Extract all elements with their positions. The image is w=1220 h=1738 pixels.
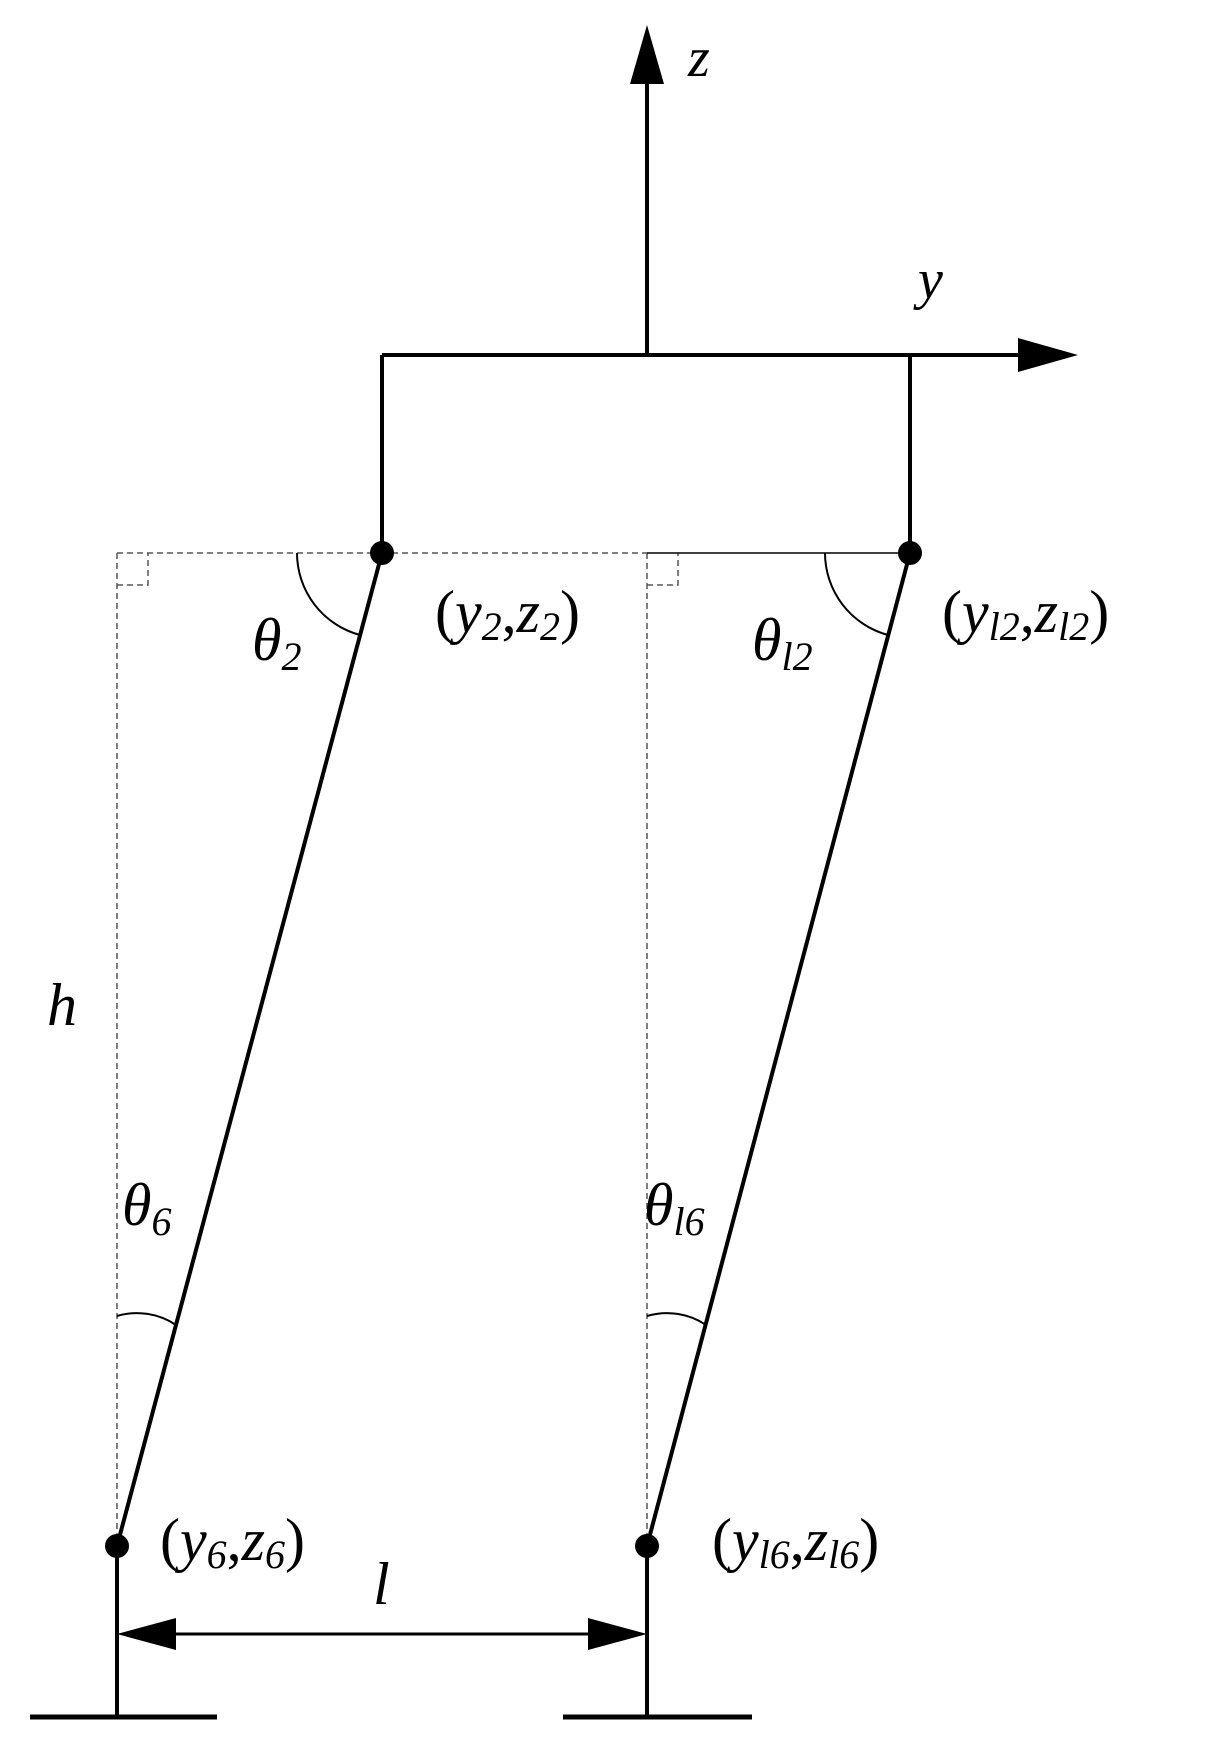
angle-arc-theta-l6 <box>646 1312 707 1326</box>
angle-label-theta6: θ6 <box>122 1172 171 1244</box>
dimension-l-arrow-left <box>117 1618 176 1650</box>
z-axis-arrowhead <box>630 25 664 84</box>
dashed-reference-lines <box>116 552 679 1546</box>
dimension-l-label: l <box>373 1551 390 1617</box>
z-axis-label: z <box>687 27 710 89</box>
dimension-h-label: h <box>47 972 77 1038</box>
point-label-l2: (yl2,zl2) <box>942 579 1109 649</box>
angle-label-theta2: θ2 <box>252 607 301 679</box>
point-label-6: (y6,z6) <box>160 1507 305 1577</box>
angle-arc-theta-l2 <box>824 552 889 636</box>
left-leg <box>115 552 384 1547</box>
right-angle-mark-right <box>647 553 679 586</box>
joint-dot-l2 <box>898 541 922 565</box>
angle-label-theta-l2: θl2 <box>752 607 813 679</box>
right-angle-mark-left <box>117 553 149 586</box>
right-leg <box>645 552 912 1547</box>
angle-arc-theta2 <box>296 552 361 636</box>
y-axis-arrowhead <box>1018 338 1078 372</box>
joint-dot-2 <box>370 541 394 565</box>
point-label-l6: (yl6,zl6) <box>712 1507 879 1577</box>
y-axis-label: y <box>913 249 943 311</box>
angle-label-theta-l6: θl6 <box>644 1172 705 1244</box>
dimension-l-arrow-right <box>588 1618 647 1650</box>
angle-arc-theta6 <box>116 1312 177 1326</box>
point-label-2: (y2,z2) <box>435 579 580 649</box>
